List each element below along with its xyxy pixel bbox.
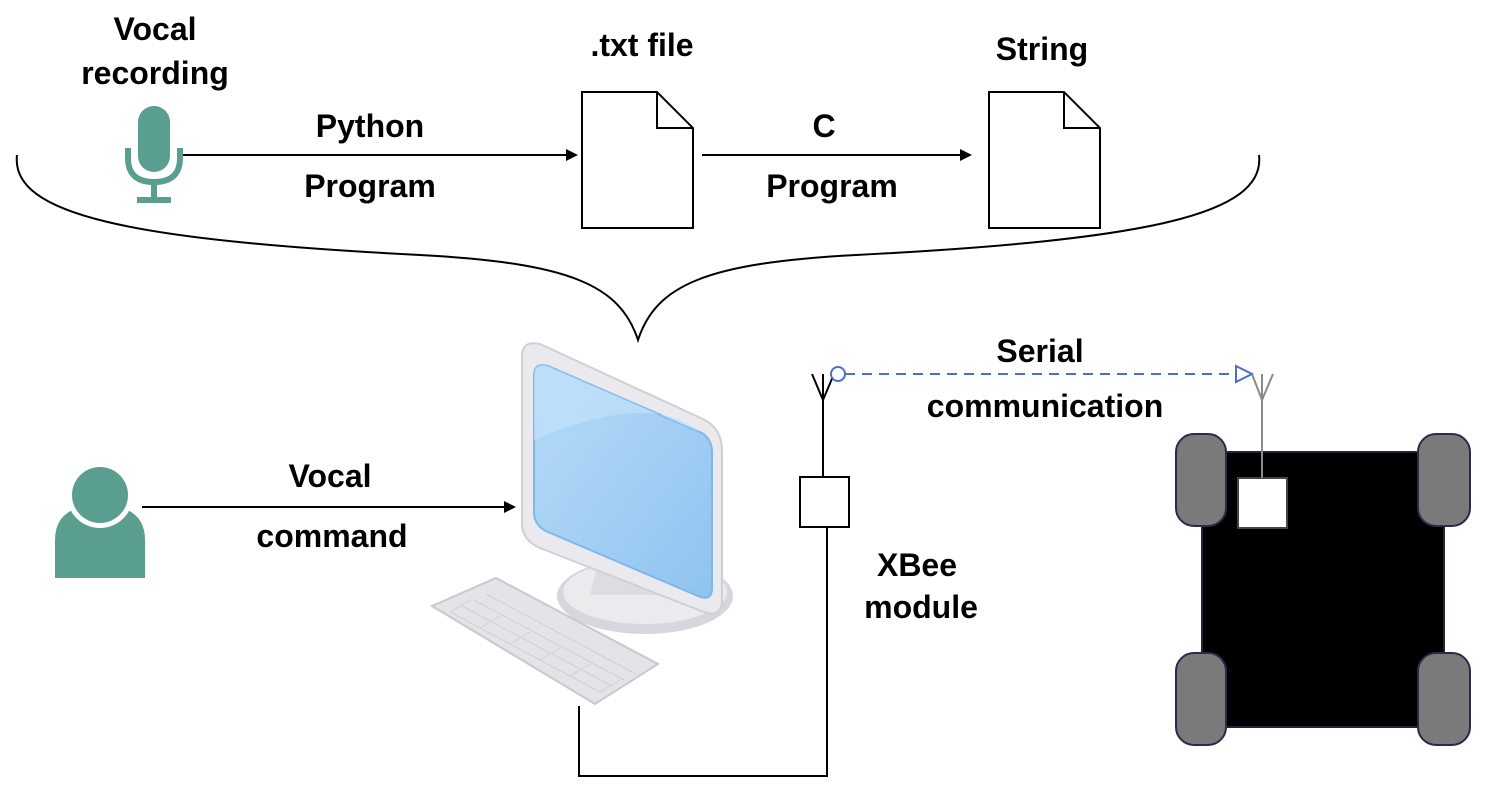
- document-icon: [581, 91, 694, 229]
- serial-link-start: [830, 366, 846, 382]
- robot-xbee-module: [1237, 477, 1288, 529]
- python-label-1: Python: [316, 108, 424, 144]
- wheel-front-right: [1417, 433, 1471, 527]
- robot-antenna-icon: [1251, 373, 1274, 401]
- vocal-command-label-2: command: [256, 518, 407, 554]
- xbee-label-2: module: [864, 589, 978, 625]
- serial-cable: [578, 527, 828, 777]
- string-label: String: [996, 31, 1088, 67]
- antenna-icon: [811, 373, 835, 401]
- c-label-2: Program: [766, 168, 898, 204]
- microphone-icon: [125, 106, 183, 203]
- serial-link-arrowhead: [1235, 364, 1255, 384]
- python-label-2: Program: [304, 168, 436, 204]
- xbee-label-1: XBee: [877, 547, 957, 583]
- computer-icon: [429, 342, 733, 706]
- xbee-module: [799, 400, 850, 528]
- serial-label-1: Serial: [996, 333, 1083, 369]
- wheel-front-left: [1175, 433, 1227, 527]
- user-icon: [55, 462, 145, 578]
- vocal-command-label-1: Vocal: [289, 458, 372, 494]
- robot-car-icon: [1175, 400, 1471, 746]
- curly-brace: [15, 154, 1261, 344]
- string-document-icon: [988, 91, 1101, 229]
- c-label-1: C: [812, 108, 835, 144]
- vocal-recording-label-1: Vocal: [114, 11, 197, 47]
- wheel-rear-left: [1175, 652, 1227, 746]
- serial-label-2: communication: [927, 388, 1163, 424]
- vocal-recording-label-2: recording: [81, 55, 229, 91]
- txt-file-label: .txt file: [590, 27, 693, 63]
- wheel-rear-right: [1417, 652, 1471, 746]
